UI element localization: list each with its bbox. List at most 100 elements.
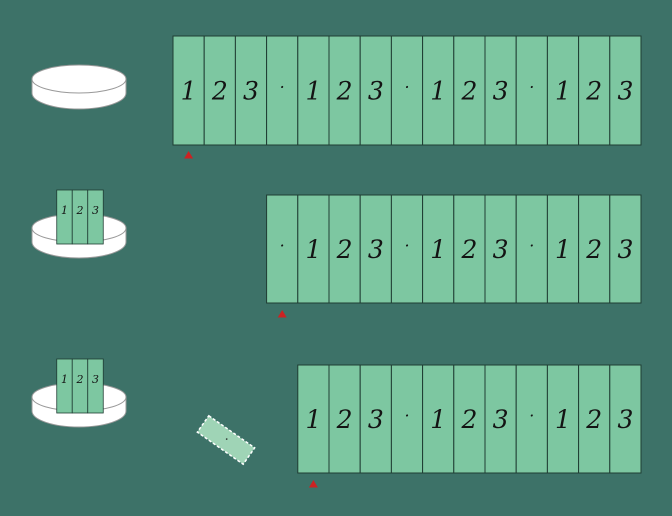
- card: 3: [359, 35, 392, 146]
- card-label: 2: [336, 77, 353, 106]
- card-label: 2: [585, 405, 602, 434]
- card: 3: [609, 364, 642, 474]
- card: ·: [390, 35, 424, 146]
- card-label: ·: [529, 236, 534, 255]
- card: ·: [390, 194, 424, 304]
- card: 2: [453, 194, 486, 304]
- card-label: 2: [460, 77, 477, 106]
- card: 3: [484, 194, 517, 304]
- plate-card-face: [87, 189, 104, 245]
- card-label: 1: [305, 235, 321, 264]
- card: 2: [328, 364, 361, 474]
- plate-card-label: 3: [92, 373, 99, 386]
- card: 1: [422, 364, 455, 474]
- card-face: [578, 364, 611, 474]
- card-label: 2: [336, 405, 353, 434]
- card-face: [328, 194, 361, 304]
- card: 1: [297, 194, 330, 304]
- card: 1: [546, 35, 580, 146]
- plate-card: 2: [71, 189, 89, 245]
- card: 2: [328, 35, 361, 146]
- card: 2: [578, 35, 611, 146]
- card: ·: [515, 194, 548, 304]
- card: 2: [328, 194, 361, 304]
- plate-top-icon: [31, 64, 127, 94]
- card: 1: [546, 194, 580, 304]
- card: 2: [578, 364, 611, 474]
- card-label: ·: [404, 236, 409, 255]
- card-label: ·: [529, 78, 534, 97]
- plate-card-face: [71, 358, 89, 414]
- card-face: [453, 35, 486, 146]
- pointer-triangle-icon: [184, 151, 194, 159]
- plate-card: 1: [56, 358, 73, 414]
- card-label: 2: [585, 235, 602, 264]
- card: 3: [484, 35, 517, 146]
- card-face: [266, 194, 299, 304]
- plate-card-label: 2: [76, 373, 84, 386]
- card: 3: [234, 35, 268, 146]
- plate-card-label: 2: [76, 204, 84, 217]
- plate-card-label: 1: [61, 204, 68, 217]
- card-face: [484, 194, 517, 304]
- card-label: 3: [493, 405, 509, 434]
- markers-layer: [184, 151, 318, 488]
- card-face: [609, 364, 642, 474]
- card-label: 3: [493, 77, 509, 106]
- ejected-card-layer: ·: [196, 414, 256, 466]
- card: 2: [453, 364, 486, 474]
- card-face: [484, 35, 517, 146]
- ejected-card-label: ·: [221, 432, 232, 446]
- card-label: 2: [460, 405, 477, 434]
- card-face: [422, 364, 455, 474]
- card-label: 1: [430, 77, 446, 106]
- card-face: [609, 35, 642, 146]
- plate-card: 2: [71, 358, 89, 414]
- card-label: 3: [617, 405, 633, 434]
- card-face: [328, 364, 361, 474]
- card: 3: [359, 364, 392, 474]
- card-face: [515, 35, 548, 146]
- card-label: 1: [555, 405, 571, 434]
- card-face: [453, 364, 486, 474]
- card-label: ·: [404, 406, 409, 425]
- card-label: 2: [585, 77, 602, 106]
- card-label: ·: [404, 78, 409, 97]
- plate-card-face: [71, 189, 89, 245]
- card-face: [484, 364, 517, 474]
- plate-card-face: [56, 358, 73, 414]
- card-label: 2: [211, 77, 228, 106]
- card-face: [390, 194, 424, 304]
- card-face: [515, 364, 548, 474]
- card: 1: [297, 364, 330, 474]
- card-face: [359, 364, 392, 474]
- card-face: [422, 194, 455, 304]
- card-label: 1: [305, 405, 321, 434]
- card-label: 3: [617, 235, 633, 264]
- card: 3: [609, 194, 642, 304]
- card-label: 3: [617, 77, 633, 106]
- card-label: 3: [368, 405, 384, 434]
- card-label: 1: [555, 77, 571, 106]
- card-face: [546, 194, 580, 304]
- card-face: [297, 364, 330, 474]
- card-label: 1: [430, 235, 446, 264]
- card-label: 2: [336, 235, 353, 264]
- card-label: 1: [305, 77, 321, 106]
- card: ·: [266, 194, 299, 304]
- plate-card-label: 3: [92, 204, 99, 217]
- card-label: 1: [181, 77, 197, 106]
- card-face: [390, 364, 424, 474]
- plate-card-label: 1: [61, 373, 68, 386]
- plate-1: [31, 64, 127, 110]
- card: 3: [484, 364, 517, 474]
- card-label: 2: [460, 235, 477, 264]
- card: 1: [422, 194, 455, 304]
- card-face: [609, 194, 642, 304]
- card: ·: [390, 364, 424, 474]
